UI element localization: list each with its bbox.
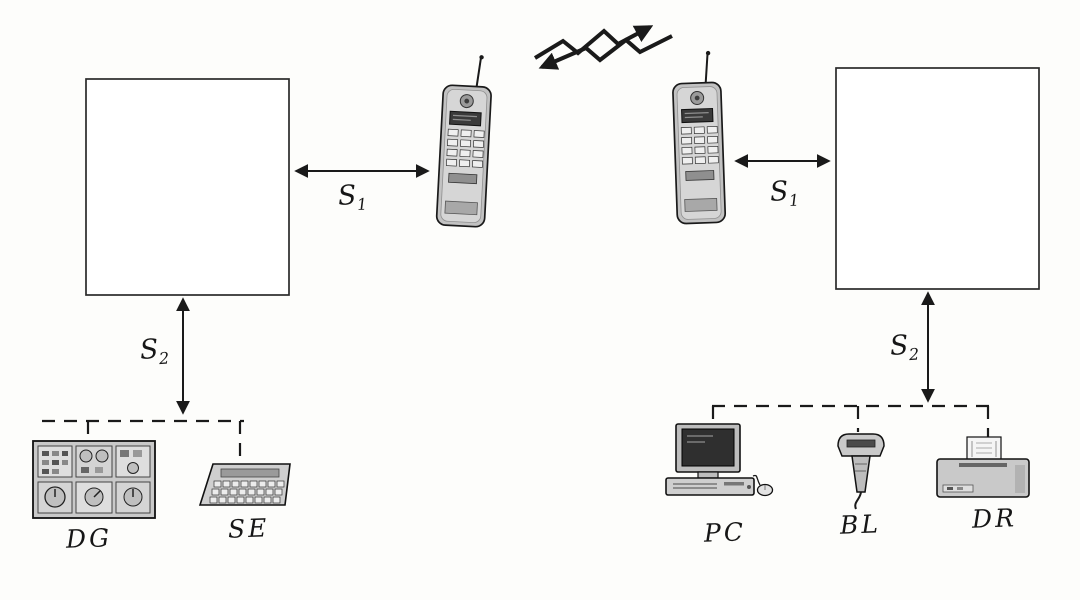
s1-right-label: S1 [768,175,800,211]
control-panel-icon [32,440,156,519]
desktop-computer-icon [665,423,774,497]
s1-left-label: S1 [336,179,368,215]
keypad-terminal-icon [198,463,291,506]
left-dashed-bus [42,419,244,458]
printer-icon [936,436,1030,498]
device-label-pc: PC [703,517,747,548]
radio-waves-zigzag-icon [533,25,673,70]
right-terminal-box [835,67,1040,290]
right-mobile-phone-icon [672,51,726,224]
s2-right-label: S2 [888,329,920,365]
handheld-scanner-icon [837,433,885,510]
left-mobile-phone-icon [436,53,493,227]
device-label-dr: DR [971,503,1018,534]
device-label-bl: BL [839,509,882,540]
device-label-dg: DG [65,523,113,554]
device-label-se: SE [227,513,270,544]
right-dashed-bus [711,404,991,437]
left-terminal-box [85,78,290,296]
s2-left-label: S2 [138,333,170,369]
